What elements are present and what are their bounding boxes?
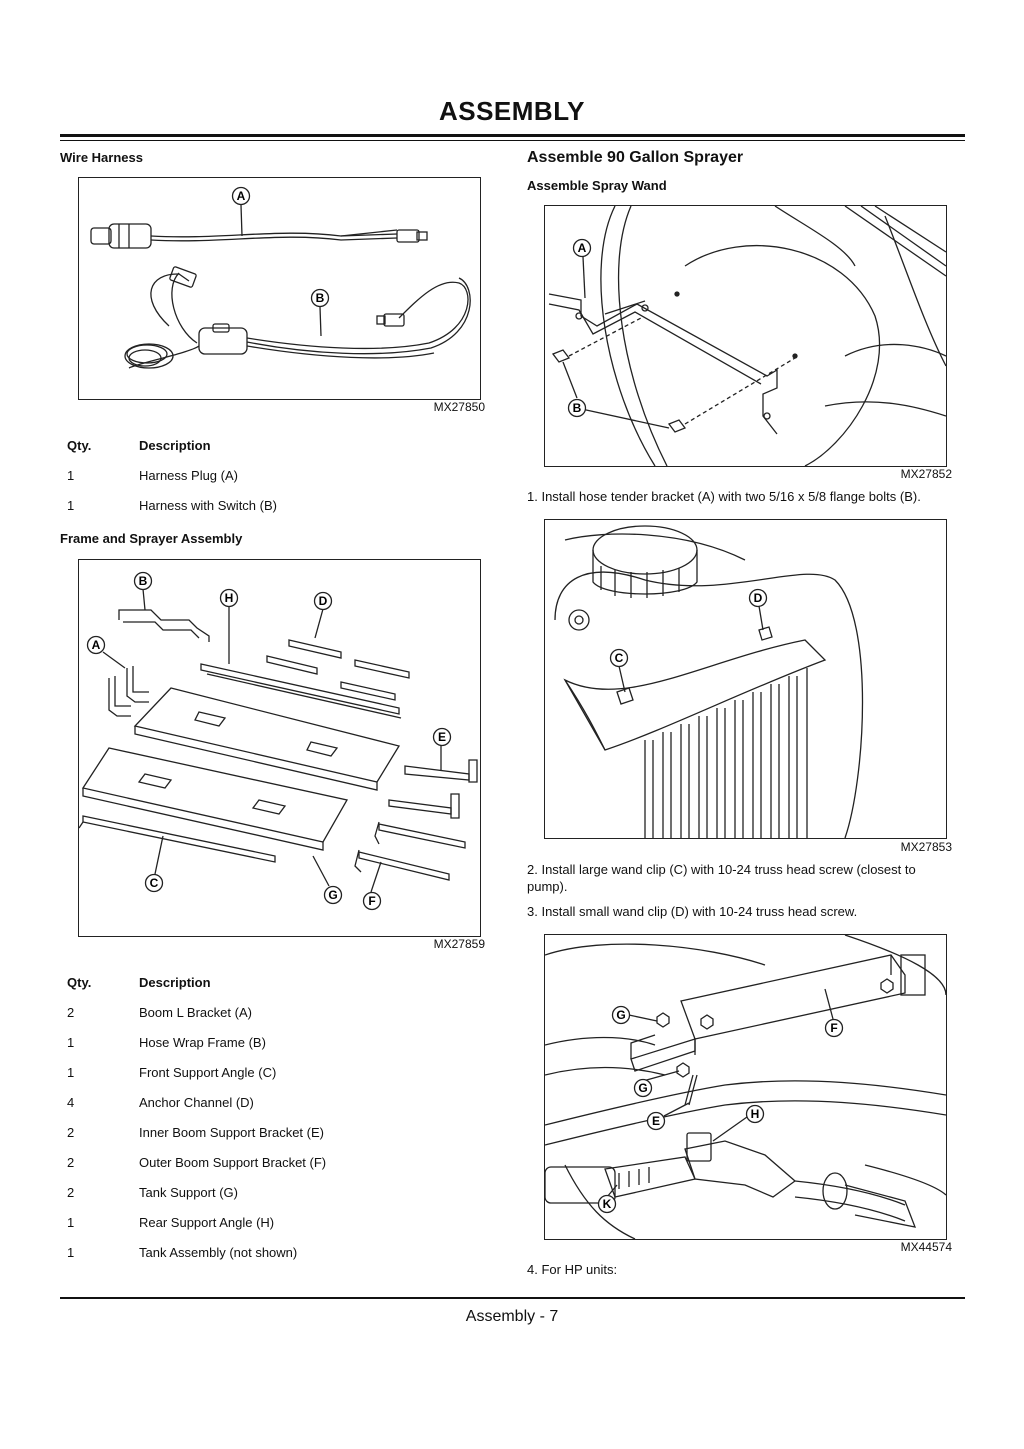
wire-harness-parts-table: Qty. Description 1 Harness Plug (A) 1 Ha… [67, 430, 277, 520]
table-row: 2 Inner Boom Support Bracket (E) [67, 1117, 326, 1147]
qty-cell: 1 [67, 1064, 75, 1080]
desc-cell: Tank Assembly (not shown) [139, 1244, 298, 1260]
callout-b: B [316, 291, 325, 305]
callout-b: B [139, 574, 148, 588]
qty-cell: 4 [67, 1094, 75, 1110]
table-row: 1 Tank Assembly (not shown) [67, 1237, 326, 1267]
callout-e: E [652, 1114, 660, 1128]
callout-c: C [615, 651, 624, 665]
qty-header: Qty. [67, 974, 92, 990]
qty-cell: 2 [67, 1184, 75, 1200]
desc-cell: Harness Plug (A) [139, 467, 238, 483]
wire-harness-figure: A B [78, 177, 481, 400]
callout-a: A [92, 638, 101, 652]
desc-cell: Tank Support (G) [139, 1184, 238, 1200]
desc-cell: Outer Boom Support Bracket (F) [139, 1154, 327, 1170]
callout-h: H [751, 1107, 760, 1121]
callout-d: D [319, 594, 328, 608]
step-3-text: 3. Install small wand clip (D) with 10-2… [527, 904, 858, 919]
frame-figure-code: MX27859 [433, 937, 485, 951]
page-title: ASSEMBLY [438, 96, 586, 126]
callout-k: K [603, 1197, 612, 1211]
hp-units-figure-code: MX44574 [900, 1240, 952, 1254]
step-1-text: 1. Install hose tender bracket (A) with … [527, 489, 921, 504]
desc-cell: Rear Support Angle (H) [139, 1214, 275, 1230]
hose-tender-figure: A B [544, 205, 947, 467]
table-row: 1 Front Support Angle (C) [67, 1057, 326, 1087]
callout-f: F [368, 894, 375, 908]
desc-cell: Anchor Channel (D) [139, 1094, 254, 1110]
table-row: 2 Outer Boom Support Bracket (F) [67, 1147, 326, 1177]
desc-cell: Harness with Switch (B) [139, 497, 277, 513]
callout-b: B [573, 401, 582, 415]
qty-cell: 2 [67, 1004, 75, 1020]
table-row: 1 Rear Support Angle (H) [67, 1207, 326, 1237]
wire-harness-heading: Wire Harness [60, 150, 143, 165]
callout-d: D [754, 591, 763, 605]
callout-g-2: G [638, 1081, 647, 1095]
frame-parts-table: Qty. Description 2 Boom L Bracket (A) 1 Ho… [67, 967, 326, 1267]
header-rule [60, 134, 965, 137]
qty-cell: 1 [67, 467, 75, 483]
description-header: Description [139, 974, 211, 990]
callout-g: G [616, 1008, 625, 1022]
step-2-text: 2. Install large wand clip (C) with 10-2… [527, 862, 916, 894]
section-heading: Assemble 90 Gallon Sprayer [527, 149, 744, 166]
footer-rule [60, 1297, 965, 1299]
header-rule-thin [60, 140, 965, 141]
qty-cell: 1 [67, 1214, 75, 1230]
table-row: 2 Tank Support (G) [67, 1177, 326, 1207]
table-row: 1 Hose Wrap Frame (B) [67, 1027, 326, 1057]
table-row: 1 Harness Plug (A) [67, 460, 277, 490]
table-row: 4 Anchor Channel (D) [67, 1087, 326, 1117]
callout-f: F [830, 1021, 837, 1035]
callout-a: A [237, 189, 246, 203]
callout-e: E [438, 730, 446, 744]
callout-g: G [328, 888, 337, 902]
wand-clip-figure-code: MX27853 [900, 840, 952, 854]
page-footer: Assembly - 7 [465, 1308, 559, 1325]
desc-cell: Boom L Bracket (A) [139, 1004, 252, 1020]
description-header: Description [139, 437, 211, 453]
desc-cell: Front Support Angle (C) [139, 1064, 277, 1080]
hose-tender-figure-code: MX27852 [900, 467, 952, 481]
callout-c: C [150, 876, 159, 890]
qty-cell: 2 [67, 1124, 75, 1140]
qty-cell: 2 [67, 1154, 75, 1170]
table-row: 1 Harness with Switch (B) [67, 490, 277, 520]
wire-harness-figure-code: MX27850 [433, 400, 485, 414]
table-row: 2 Boom L Bracket (A) [67, 997, 326, 1027]
wand-clip-figure: D C [544, 519, 947, 839]
desc-cell: Inner Boom Support Bracket (E) [139, 1124, 324, 1140]
hp-units-figure: G F G E H K [544, 934, 947, 1240]
subsection-heading: Assemble Spray Wand [527, 178, 667, 193]
frame-heading: Frame and Sprayer Assembly [60, 531, 243, 546]
qty-cell: 1 [67, 497, 75, 513]
step-4-text: 4. For HP units: [527, 1262, 618, 1277]
callout-h: H [225, 591, 234, 605]
qty-header: Qty. [67, 437, 92, 453]
callout-a: A [578, 241, 587, 255]
frame-figure: B H D A E C G F [78, 559, 481, 937]
qty-cell: 1 [67, 1244, 75, 1260]
desc-cell: Hose Wrap Frame (B) [139, 1034, 266, 1050]
qty-cell: 1 [67, 1034, 75, 1050]
